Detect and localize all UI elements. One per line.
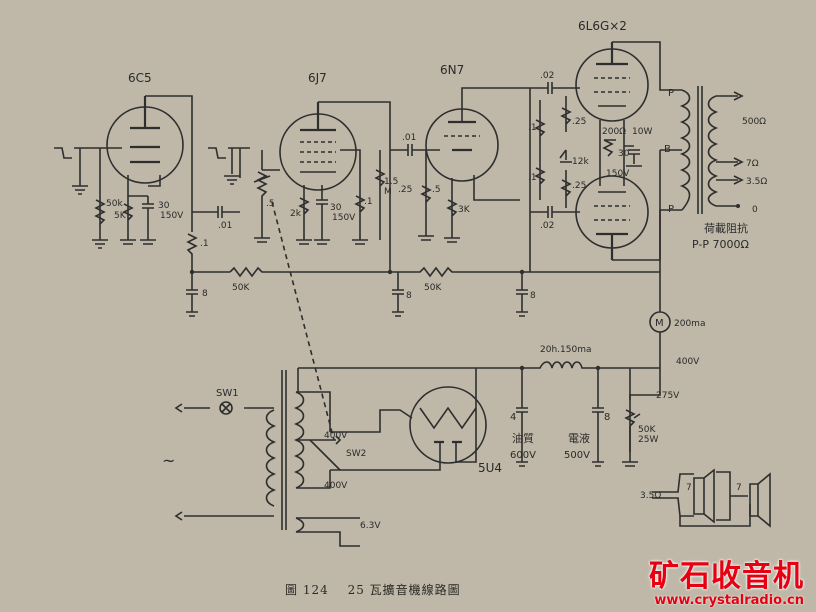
- label-01-a: .01: [218, 221, 232, 231]
- figure-title: 25 瓦擴音機線路圖: [347, 583, 461, 597]
- label-c8-type: 電液: [568, 431, 590, 445]
- label-spk-7a: 7: [686, 483, 692, 493]
- label-5u4: 5U4: [478, 461, 502, 475]
- label-meter-val: 200ma: [674, 319, 705, 329]
- label-c8: 8: [604, 412, 610, 423]
- label-01-b: .01: [402, 133, 416, 143]
- label-25-b: .25: [572, 117, 586, 127]
- label-spk-7b: 7: [736, 483, 742, 493]
- label-8-c: 8: [530, 291, 536, 301]
- label-load-pp: P-P 7000Ω: [692, 238, 749, 251]
- label-plate-p2: P: [668, 204, 674, 215]
- label-plate-p1: P: [668, 88, 674, 99]
- label-sw2: SW2: [346, 449, 366, 459]
- tube-6l6-lower: [575, 175, 672, 261]
- label-150v-b: 150V: [332, 213, 356, 223]
- speaker-connection: [652, 468, 771, 528]
- label-2k: 2k: [290, 209, 302, 219]
- watermark-logo: 矿石收音机: [649, 559, 804, 594]
- watermark: 矿石收音机 www.crystalradio.cn: [604, 559, 804, 609]
- label-12k: 12k: [572, 157, 589, 167]
- cathode-6l6: [599, 120, 642, 186]
- label-c4: 4: [510, 412, 516, 423]
- coupling-cap-01-a: [192, 206, 240, 218]
- tube-6j7: [262, 101, 391, 272]
- label-ac: ~: [162, 451, 175, 470]
- input-jack-2: [208, 147, 250, 185]
- label-8-a: 8: [202, 289, 208, 299]
- label-02-top: .02: [540, 71, 554, 81]
- b-plus-rail: [186, 149, 670, 317]
- input-jack-1: [54, 147, 100, 195]
- label-10w: 10W: [632, 127, 652, 137]
- phase-inverter-network: [530, 82, 580, 218]
- label-1-d: .1: [528, 173, 537, 183]
- plate-milliammeter: [629, 311, 671, 452]
- label-3k: 3K: [458, 205, 471, 215]
- label-tap-400a: 400V: [324, 431, 348, 441]
- label-tap-400b: 400V: [324, 481, 348, 491]
- label-pot-25w: 25W: [638, 435, 658, 445]
- label-out-500: 500Ω: [742, 117, 766, 127]
- coupling-cap-01-b: [390, 144, 440, 241]
- label-c4-type: 油質: [512, 431, 534, 445]
- label-8-b: 8: [406, 291, 412, 301]
- label-load-cn: 荷載阻抗: [704, 221, 748, 235]
- label-c8-v: 500V: [564, 450, 590, 461]
- label-30-b: 30: [330, 203, 342, 213]
- label-6j7: 6J7: [308, 71, 327, 85]
- watermark-url: www.crystalradio.cn: [654, 593, 804, 608]
- label-150v-a: 150V: [160, 211, 184, 221]
- figure-caption: 圖 124 25 瓦擴音機線路圖: [285, 581, 475, 598]
- label-out-35: 3.5Ω: [746, 177, 767, 187]
- label-400v: 400V: [676, 357, 700, 367]
- label-r-5: .5: [432, 185, 441, 195]
- tube-6l6-upper: [575, 41, 672, 122]
- label-6n7: 6N7: [440, 63, 464, 77]
- power-transformer: [174, 368, 360, 547]
- label-spk-35: 3.5Ω: [640, 491, 661, 501]
- cathode-6c5: [92, 148, 156, 249]
- label-50k-c: 50K: [424, 283, 442, 293]
- label-6l6: 6L6G×2: [578, 19, 627, 33]
- volume-pot-5: [253, 150, 271, 243]
- label-200: 200Ω: [602, 127, 626, 137]
- label-150v-c: 150V: [606, 169, 630, 179]
- label-50k-a: 50k: [106, 199, 123, 209]
- label-1-a: .1: [200, 239, 209, 249]
- label-pot-50k: 50K: [638, 425, 656, 435]
- label-out-0: 0: [752, 205, 758, 215]
- label-1-c: .1: [528, 123, 537, 133]
- label-pot-5: .5: [266, 199, 275, 209]
- tube-6c5: [100, 95, 193, 212]
- label-sw1: SW1: [216, 388, 239, 399]
- label-275v: 275V: [656, 391, 680, 401]
- tube-6n7: [425, 87, 531, 272]
- output-transformer: [670, 86, 744, 214]
- cathode-6j7: [296, 149, 386, 245]
- plate-load-6c5: [186, 212, 198, 272]
- label-meter-m: M: [655, 318, 664, 329]
- label-25-c: .25: [572, 181, 586, 191]
- filter-caps: [516, 365, 641, 467]
- label-25-a: .25: [398, 185, 412, 195]
- label-1-b: .1: [364, 197, 373, 207]
- label-c4-v: 600V: [510, 450, 536, 461]
- ganged-switch-link: [271, 201, 335, 441]
- label-fil: 6.3V: [360, 521, 381, 531]
- tube-5u4: [330, 368, 487, 471]
- label-02-bot: .02: [540, 221, 554, 231]
- label-50k-b: 50K: [232, 283, 250, 293]
- label-30-a: 30: [158, 201, 170, 211]
- label-out-7: 7Ω: [746, 159, 759, 169]
- label-choke: 20h.150ma: [540, 345, 591, 355]
- label-6c5: 6C5: [128, 71, 152, 85]
- figure-number: 圖 124: [285, 583, 329, 597]
- label-30-c: 30: [618, 149, 630, 159]
- label-5k: 5K: [114, 211, 127, 221]
- filter-choke: [298, 361, 660, 369]
